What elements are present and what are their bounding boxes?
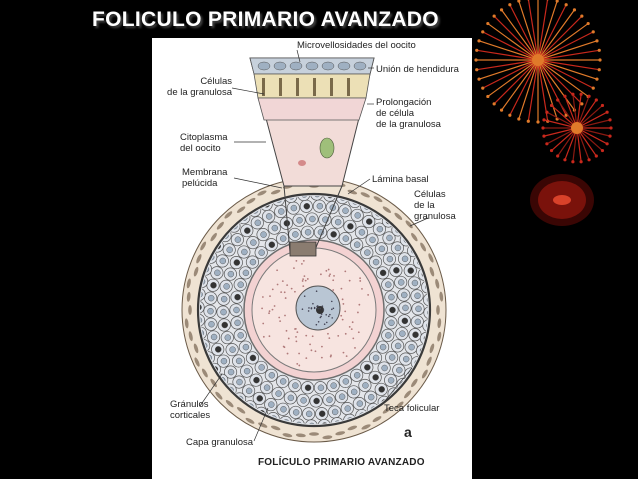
label-citoplasma: Citoplasma del oocito — [180, 132, 228, 154]
label-lamina-basal: Lámina basal — [372, 174, 429, 185]
decorative-flower-large — [474, 0, 601, 124]
figure-letter: a — [404, 424, 412, 440]
slide-title: FOLICULO PRIMARIO AVANZADO — [92, 8, 439, 32]
decorative-red-orb — [530, 174, 594, 226]
label-microvellosidades: Microvellosidades del oocito — [297, 40, 416, 51]
decorative-flower-graphic — [462, 0, 638, 240]
label-granulos-corticales: Gránulos corticales — [170, 399, 210, 421]
label-union-hendidura: Unión de hendidura — [376, 64, 459, 75]
label-teca-folicular: Teca folicular — [384, 403, 439, 414]
label-celulas-granulosa-top: Células de la granulosa — [166, 76, 232, 98]
follicle-figure: Microvellosidades del oocito Unión de he… — [152, 38, 472, 479]
label-celulas-granulosa-right: Células de la granulosa — [414, 189, 456, 222]
label-capa-granulosa: Capa granulosa — [186, 437, 253, 448]
label-membrana: Membrana pelúcida — [182, 167, 227, 189]
figure-caption: FOLÍCULO PRIMARIO AVANZADO — [258, 457, 425, 468]
label-prolongacion: Prolongación de célula de la granulosa — [376, 97, 441, 130]
